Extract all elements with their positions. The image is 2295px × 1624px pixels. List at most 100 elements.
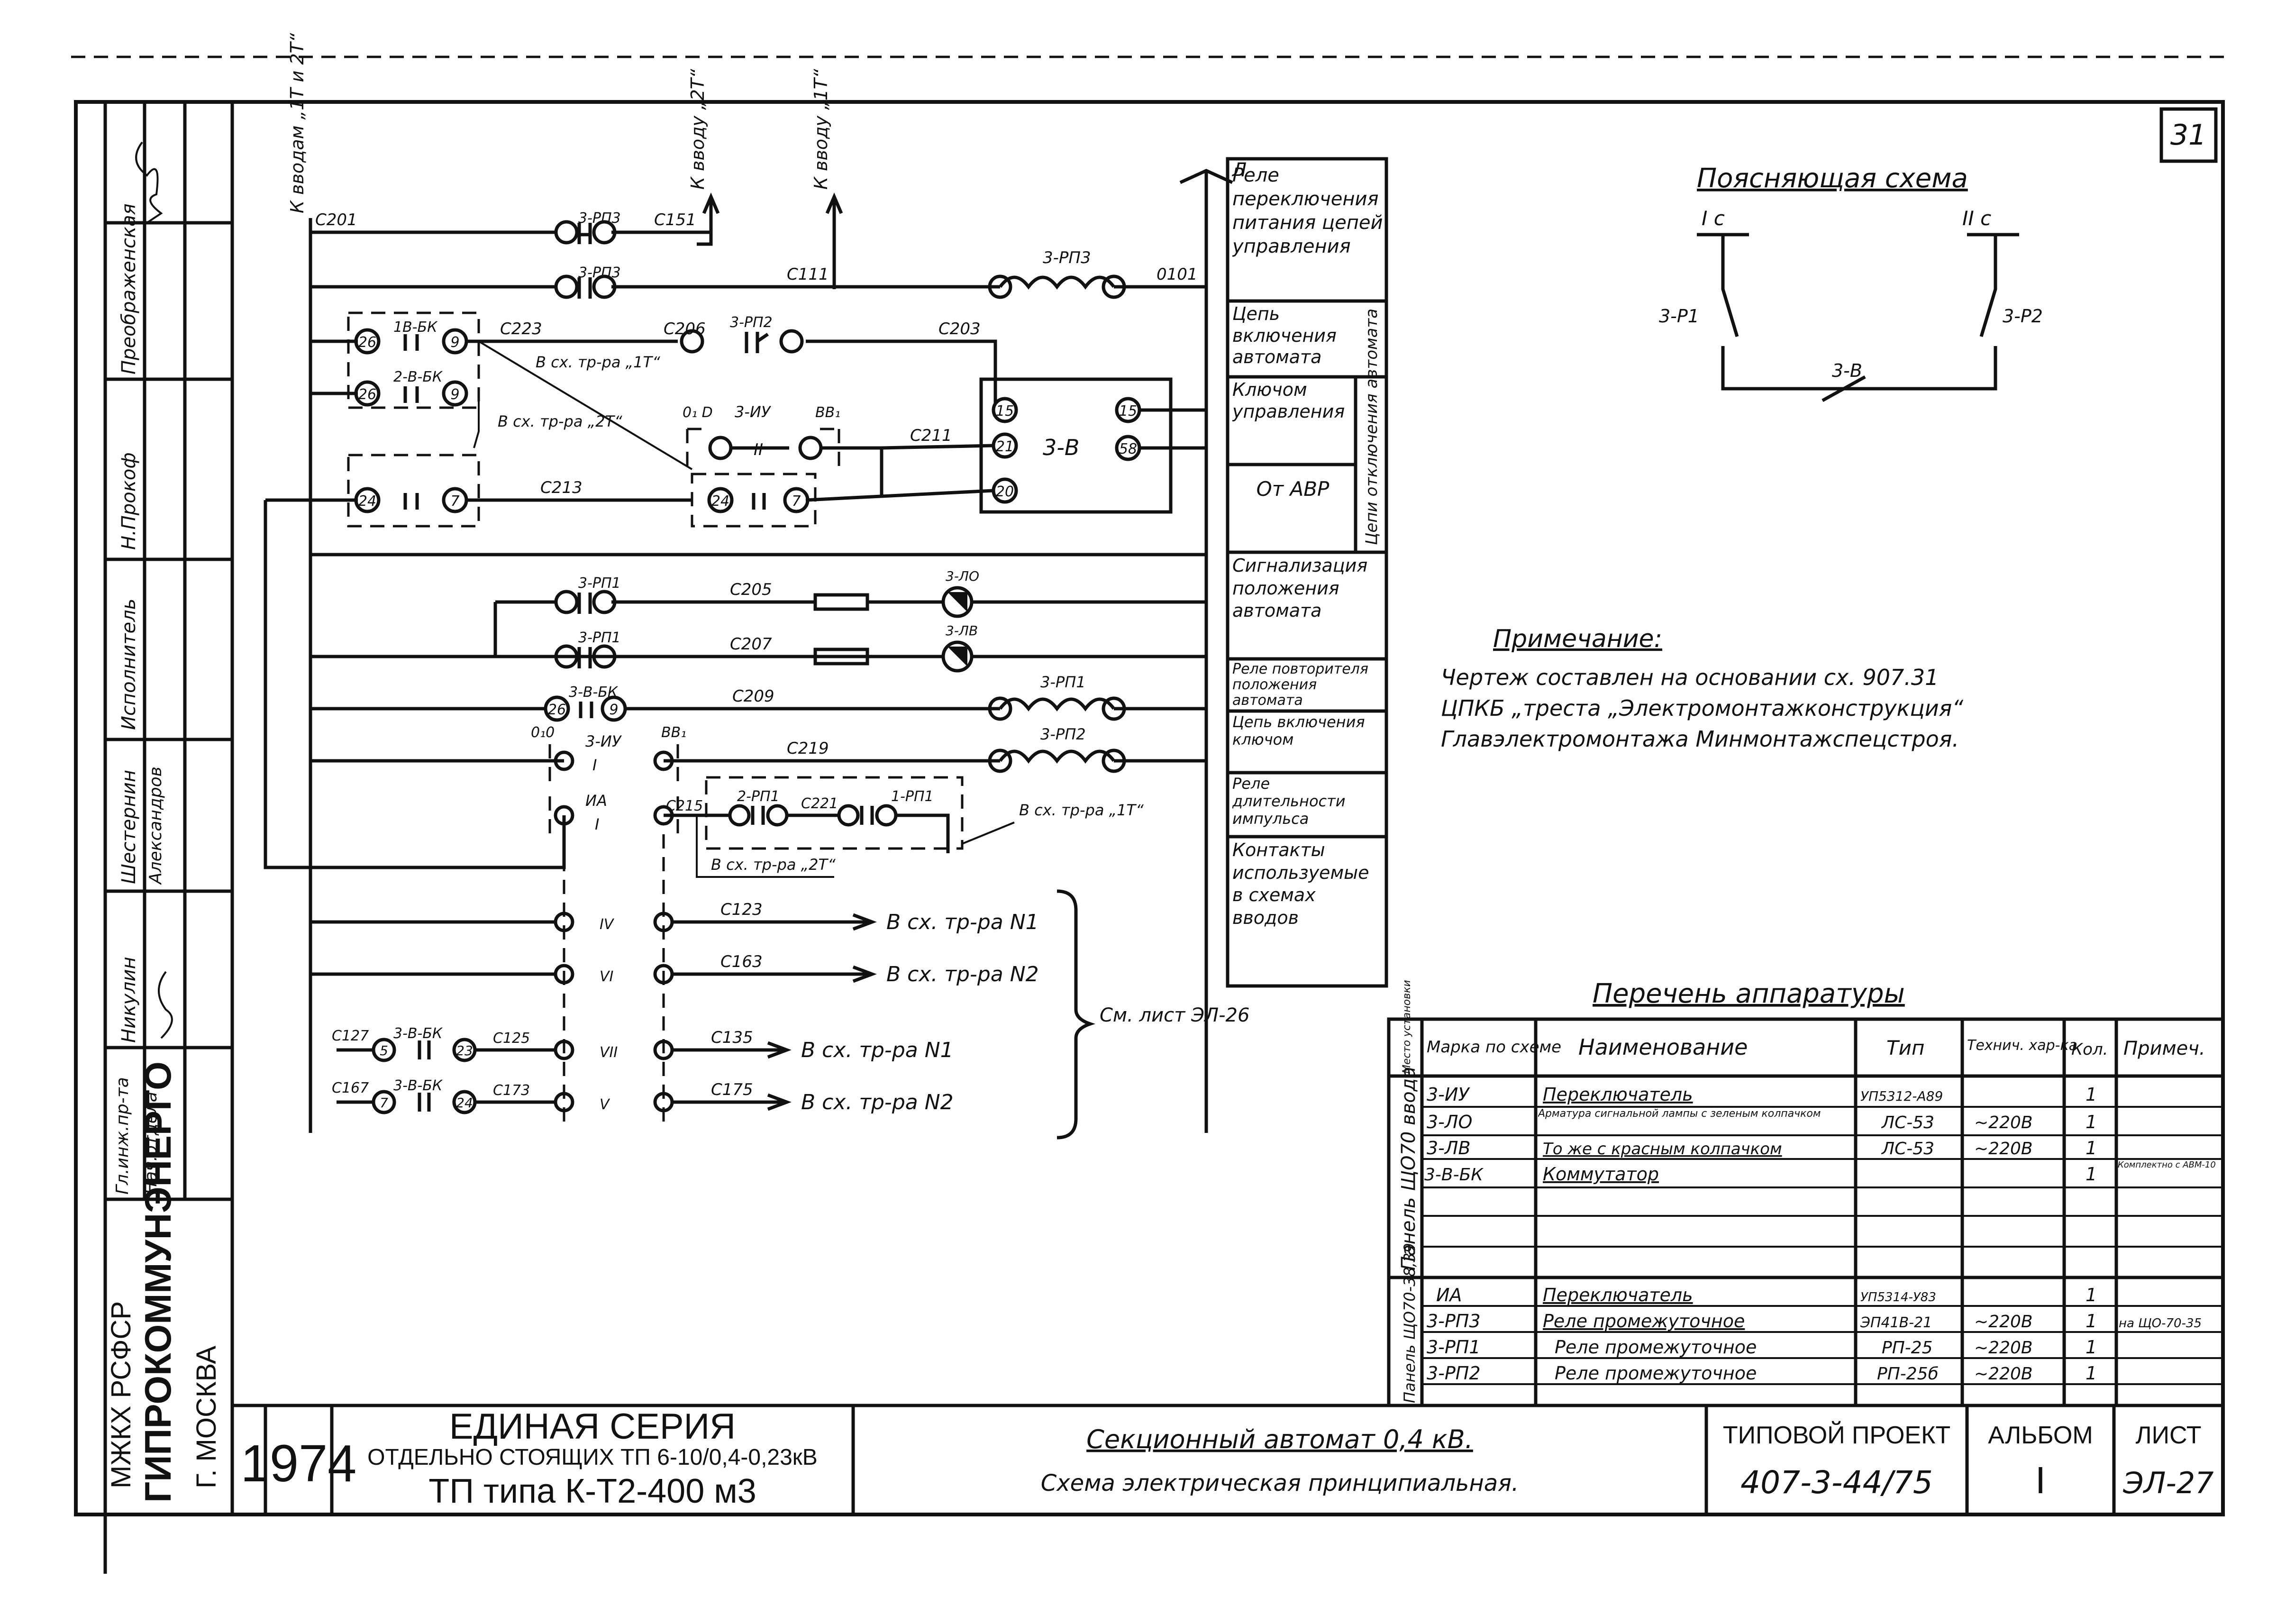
svg-text:Переключатель: Переключатель	[1543, 1084, 1693, 1105]
header-name: Наименование	[1578, 1034, 1748, 1060]
terminal-7-c: 7	[380, 1095, 388, 1111]
equipment-table: Перечень аппаратуры Место установки Марк…	[1387, 978, 2225, 1407]
terminal-58: 58	[1119, 441, 1137, 457]
svg-text:~220В: ~220В	[1974, 1113, 2033, 1132]
note-line-2: ЦПКБ „треста „Электромонтажконструкция“	[1441, 695, 1963, 721]
device-label-3-rp1-b: 3-РП1	[578, 630, 621, 646]
svg-text:РП-25б: РП-25б	[1877, 1364, 1939, 1384]
equipment-title: Перечень аппаратуры	[1593, 978, 1905, 1009]
device-label-1v-bk: 1В-БК	[393, 319, 438, 336]
box-rp1-contacts	[705, 776, 964, 850]
stamp-city: Г. МОСКВА	[191, 1346, 222, 1488]
device-label-01d: 0₁ D	[683, 404, 713, 421]
svg-text:на ЩО-70-35: на ЩО-70-35	[2119, 1316, 2202, 1331]
terminal-26-b: 26	[358, 386, 376, 403]
terminal-23: 23	[456, 1043, 473, 1058]
arrow-input-1t	[825, 192, 843, 214]
wire-label-c207: С207	[730, 635, 772, 654]
terminal-5: 5	[380, 1043, 388, 1058]
terminal-24-c: 24	[456, 1095, 473, 1111]
svg-text:1: 1	[2086, 1112, 2097, 1132]
tb-album-value: I	[2035, 1459, 2046, 1501]
stamp-role-2: Н.Прокоф	[118, 452, 140, 550]
device-label-vi: VI	[600, 968, 614, 985]
coil-3-rp3	[999, 275, 1115, 290]
svg-text:3-РП3: 3-РП3	[1427, 1311, 1481, 1332]
svg-text:УП5312-А89: УП5312-А89	[1860, 1088, 1943, 1104]
device-label-2v-bk: 2-В-БК	[393, 369, 443, 385]
row-11: 3-РП2 Реле промежуточное РП-25б ~220В 1	[1427, 1363, 2097, 1384]
device-label-010: 0₁0	[531, 724, 555, 741]
group-1: Панель ЩО70 ввода	[1398, 1067, 1420, 1270]
row-10: 3-РП1 Реле промежуточное РП-25 ~220В 1	[1427, 1337, 2097, 1358]
device-label-vii: VII	[600, 1044, 618, 1061]
wire-label-c135: С135	[711, 1028, 753, 1047]
brace	[1056, 889, 1096, 1140]
svg-text:Коммутатор: Коммутатор	[1543, 1164, 1659, 1185]
crossref-n2-a: В сх. тр-ра N2	[886, 962, 1039, 986]
crossref-n1-b: В сх. тр-ра N1	[801, 1038, 954, 1062]
drawing-frame	[74, 100, 2225, 1516]
tb-subtitle: Схема электрическая принципиальная.	[1041, 1470, 1519, 1496]
function-3: Ключом управления	[1232, 379, 1345, 422]
row-1: 3-ИУ Переключатель УП5312-А89 1	[1427, 1084, 2097, 1105]
box-1v-bk	[347, 311, 480, 409]
title-block: 1974 ЕДИНАЯ СЕРИЯ ОТДЕЛЬНО СТОЯЩИХ ТП 6-…	[232, 1404, 2223, 1515]
svg-text:Реле промежуточное: Реле промежуточное	[1555, 1337, 1757, 1358]
explanatory-scheme: Поясняющая схема I с II с 3-Р1 3-Р2 3-В	[1659, 163, 2043, 402]
stamp-org-1: МЖКХ РСФСР	[106, 1301, 137, 1488]
stamp-role-4: Шестернин	[118, 770, 140, 884]
wire-label-c215: С215	[666, 798, 703, 814]
tb-series-2: ОТДЕЛЬНО СТОЯЩИХ ТП 6-10/0,4-0,23кВ	[367, 1445, 818, 1470]
terminal-21: 21	[996, 438, 1014, 455]
header-place: Место установки	[1401, 980, 1413, 1074]
wire-label-c203: С203	[938, 319, 981, 338]
signature-2	[158, 971, 173, 1039]
stamp-role-6: Никулин	[118, 957, 140, 1043]
explanatory-title: Поясняющая схема	[1697, 163, 1968, 194]
header-mark: Марка по схеме	[1427, 1038, 1561, 1057]
tb-project-value: 407-3-44/75	[1740, 1464, 1933, 1501]
function-4: От АВР	[1256, 477, 1330, 501]
function-9: Реле длительности импульса	[1232, 775, 1346, 828]
header-qty: Кол.	[2071, 1040, 2108, 1059]
svg-text:1: 1	[2086, 1337, 2097, 1358]
svg-text:1: 1	[2086, 1311, 2097, 1332]
terminal-26-a: 26	[358, 334, 376, 351]
header-type: Тип	[1886, 1036, 1924, 1059]
svg-text:ЛС-53: ЛС-53	[1881, 1139, 1934, 1159]
wire-label-c127: С127	[332, 1028, 369, 1044]
device-label-ia: ИА	[585, 792, 607, 810]
device-label-3-iu-a: 3-ИУ	[735, 403, 772, 421]
svg-text:~220В: ~220В	[1974, 1338, 2033, 1358]
device-label-vv1-a: ВВ₁	[815, 404, 840, 421]
wire-label-0101: 0101	[1157, 265, 1198, 284]
svg-text:ЛС-53: ЛС-53	[1881, 1113, 1934, 1132]
device-label-3-v: 3-В	[1043, 435, 1079, 460]
terminal-9-c: 9	[609, 702, 618, 718]
device-label-i-a: I	[592, 756, 597, 774]
function-column: Реле переключения питания цепей управлен…	[1226, 157, 1388, 988]
svg-text:Переключатель: Переключатель	[1543, 1285, 1693, 1305]
crossref-2t-b: В сх. тр-ра „2Т“	[711, 856, 836, 874]
stamp-org-2: ГИПРОКОММУНЭНЕРГО	[137, 1061, 179, 1503]
wire-c223	[310, 339, 997, 403]
svg-text:3-РП2: 3-РП2	[1427, 1363, 1481, 1384]
tb-sheet-label: ЛИСТ	[2135, 1422, 2201, 1449]
explanatory-right-breaker: 3-Р2	[2003, 306, 2043, 327]
crossref-1t-a: В сх. тр-ра „1Т“	[536, 353, 660, 371]
function-2: Цепь включения автомата	[1232, 303, 1337, 368]
device-label-3-v-bk-c: 3-В-БК	[393, 1077, 443, 1094]
svg-text:~220В: ~220В	[1974, 1312, 2033, 1332]
device-label-3-v-bk-b: 3-В-БК	[393, 1025, 443, 1042]
device-label-1-rp1: 1-РП1	[891, 788, 934, 805]
svg-text:1: 1	[2086, 1164, 2097, 1185]
device-label-3-iu-b: 3-ИУ	[585, 732, 622, 750]
crossref-1t-b: В сх. тр-ра „1Т“	[1019, 801, 1144, 819]
svg-text:1: 1	[2086, 1084, 2097, 1105]
svg-text:ЭП41В-21: ЭП41В-21	[1860, 1314, 1932, 1331]
terminal-24-a: 24	[358, 493, 376, 510]
svg-text:~220В: ~220В	[1974, 1364, 2033, 1384]
wire-label-c213: С213	[540, 478, 583, 497]
wire-label-c219: С219	[787, 739, 829, 758]
